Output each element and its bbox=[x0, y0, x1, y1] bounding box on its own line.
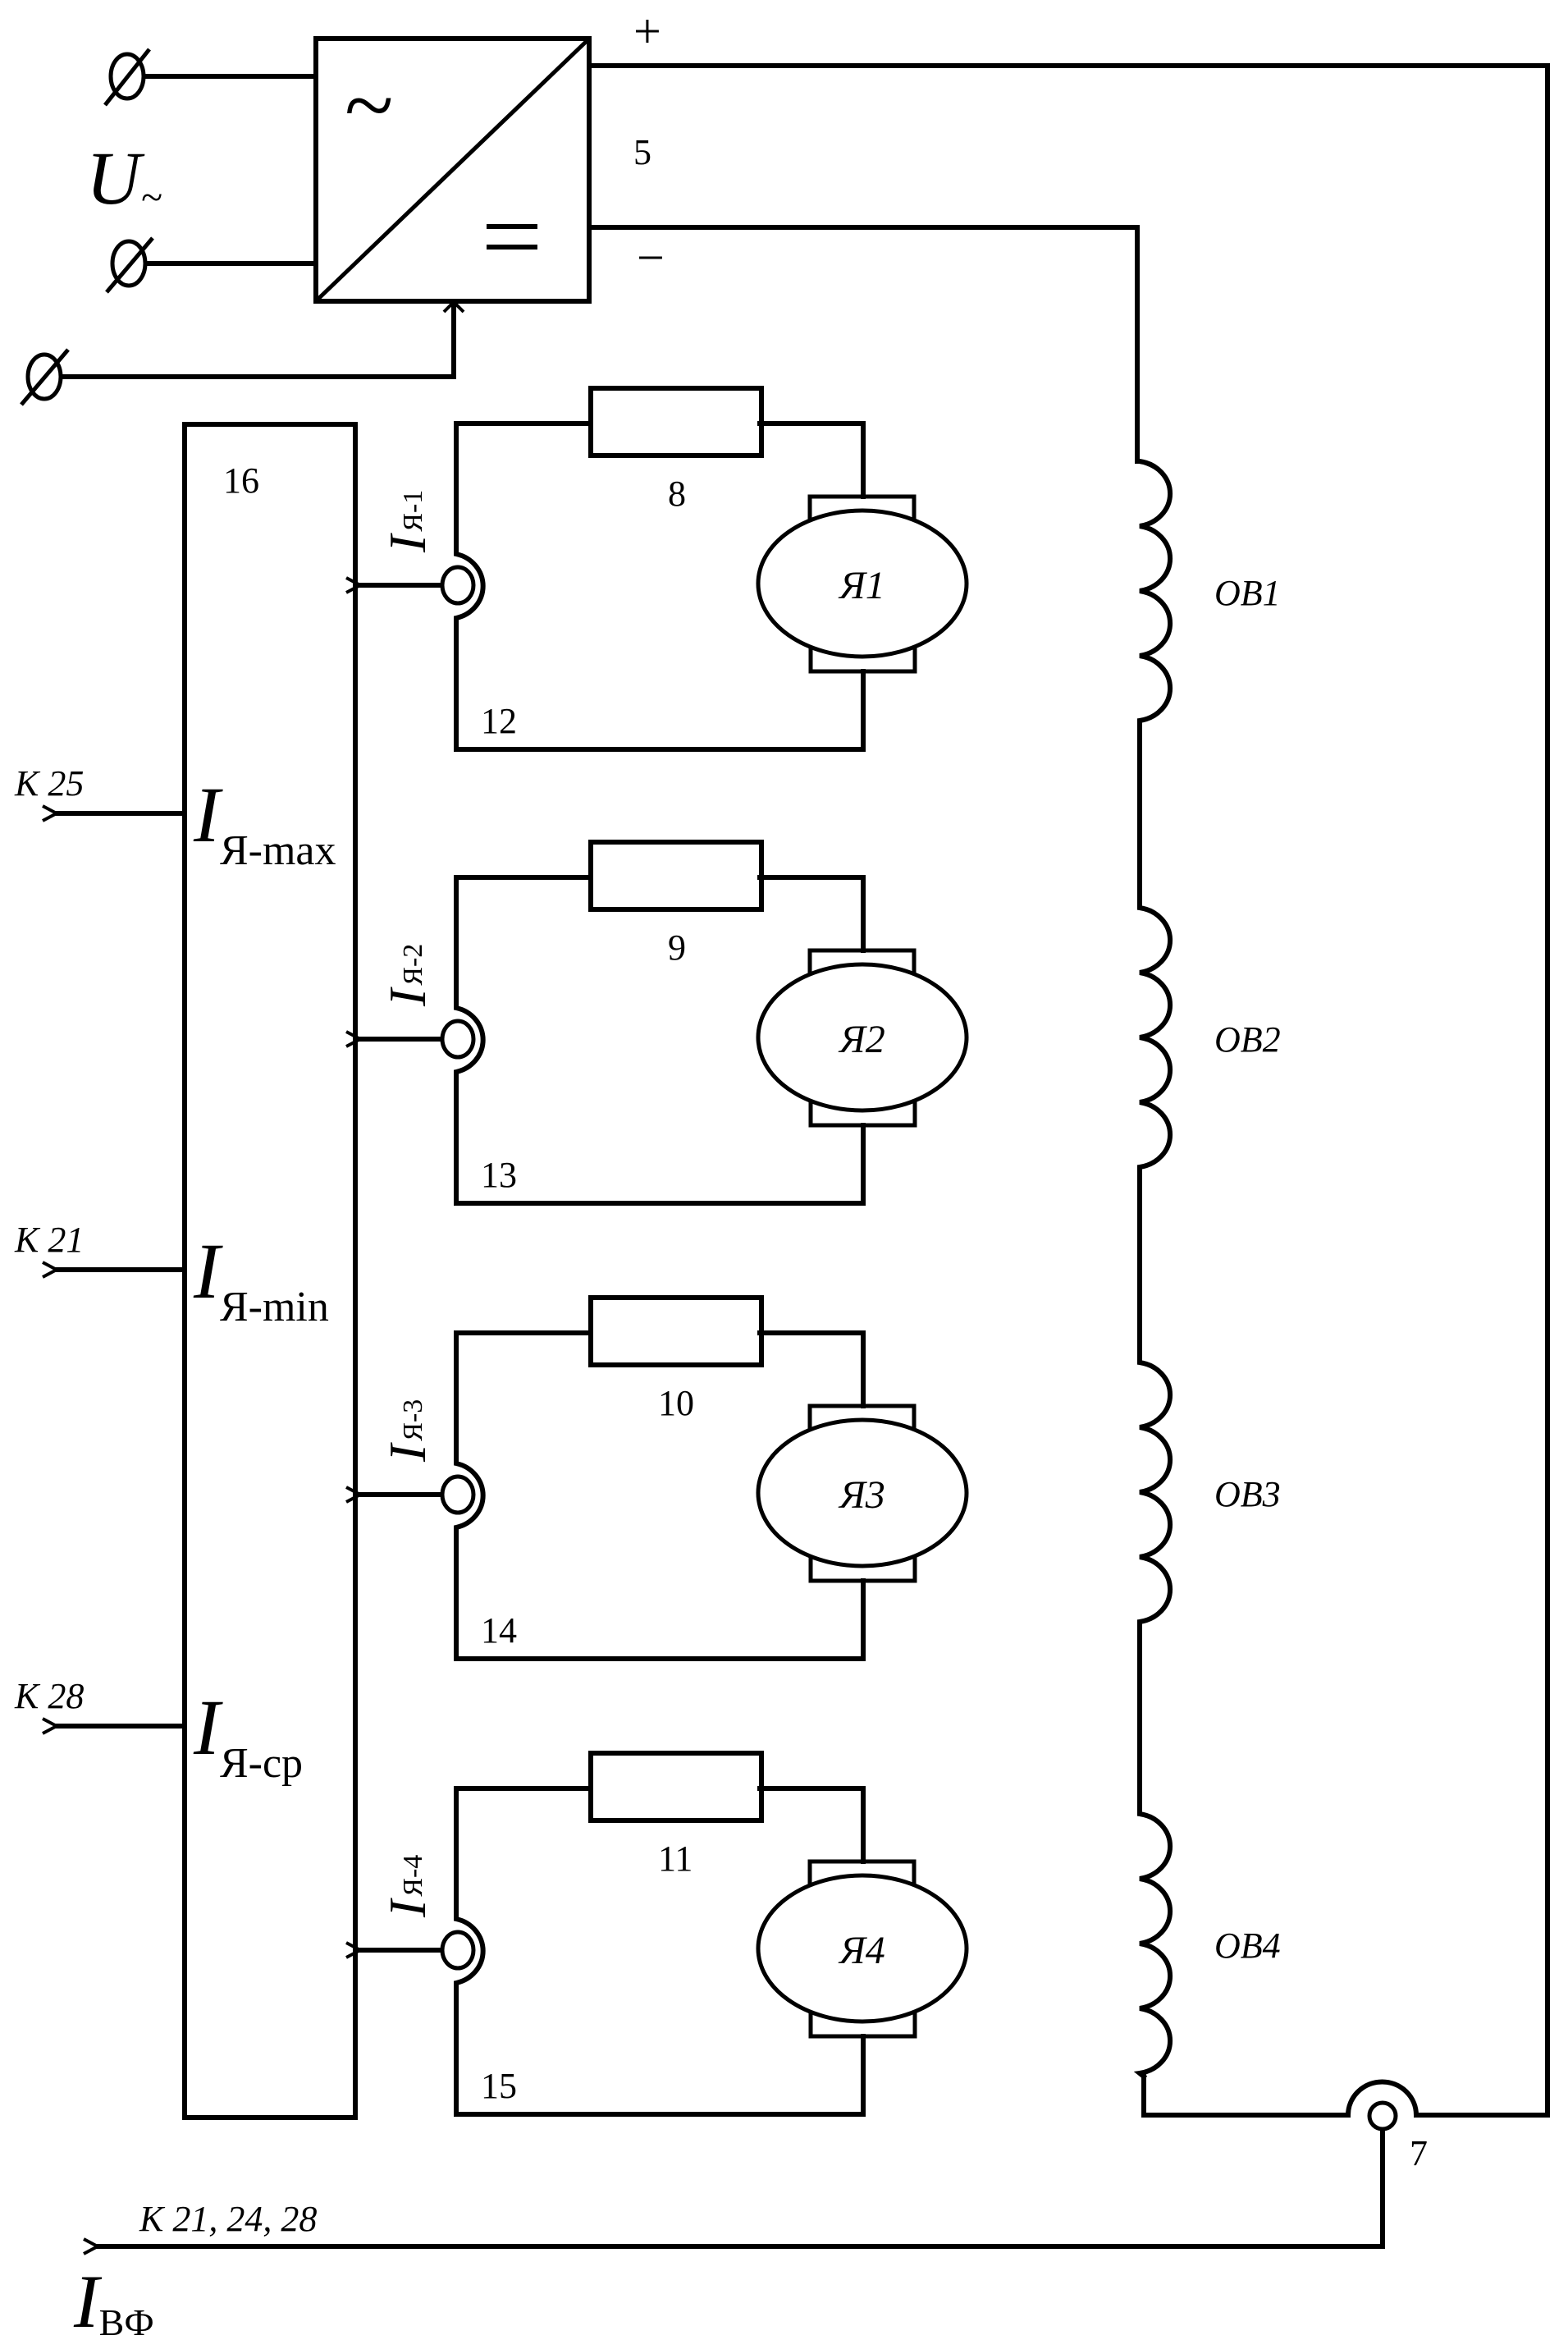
armature-loop-wire bbox=[454, 1330, 866, 1661]
control-wire bbox=[61, 303, 456, 379]
sensor-7-loop bbox=[1345, 2079, 1419, 2118]
armature-loop-wire bbox=[757, 875, 866, 953]
current-sensor-icon bbox=[440, 565, 476, 606]
block-16-label: 16 bbox=[223, 460, 259, 501]
positive-bus-wire bbox=[587, 63, 1550, 2118]
resistor-label: 8 bbox=[668, 474, 686, 514]
block-output-2: K 28 IЯ-ср bbox=[14, 1676, 303, 1787]
block-output-1: K 21 IЯ-min bbox=[14, 1220, 329, 1330]
resistor-icon bbox=[588, 840, 764, 912]
field-current-label: IВФ bbox=[73, 2260, 154, 2343]
sensor-7-label: 7 bbox=[1410, 2133, 1428, 2173]
negative-bus-wire bbox=[587, 225, 1140, 464]
resistor-icon bbox=[588, 1295, 764, 1367]
armature-loop-wire bbox=[757, 1786, 866, 1864]
field-current-sensor-7: 7 K 21, 24, 28 IВФ bbox=[73, 2074, 1428, 2343]
armature-current-label: IЯ-3 bbox=[378, 1399, 437, 1463]
current-sensor-icon bbox=[440, 1019, 476, 1060]
field-current-output-wire bbox=[98, 2127, 1385, 2246]
field-return-wire bbox=[1141, 2074, 1351, 2118]
output-target-label: K 21 bbox=[14, 1220, 84, 1260]
field-winding-label: OB4 bbox=[1214, 1925, 1281, 1966]
output-signal-label: IЯ-max bbox=[193, 771, 336, 874]
armature-current-label: IЯ-2 bbox=[378, 944, 437, 1007]
current-sensor-icon bbox=[440, 1930, 476, 1971]
motor-icon bbox=[756, 494, 969, 674]
resistor-label: 11 bbox=[658, 1838, 693, 1879]
output-signal-label: IЯ-ср bbox=[193, 1683, 303, 1787]
armature-loop-wire bbox=[454, 421, 866, 752]
ac-symbol: ~ bbox=[345, 55, 394, 155]
field-winding-label: OB1 bbox=[1214, 573, 1281, 613]
minus-label: − bbox=[637, 231, 665, 285]
field-current-target-label: K 21, 24, 28 bbox=[139, 2199, 317, 2239]
motor-label: Я2 bbox=[838, 1018, 885, 1061]
armature-loop-wire bbox=[757, 421, 866, 499]
armature-circuit-3: 10 14 IЯ-3Я3 bbox=[361, 1295, 969, 1661]
motor-label: Я4 bbox=[838, 1929, 885, 1972]
resistor-label: 10 bbox=[658, 1383, 694, 1423]
armature-current-label: IЯ-1 bbox=[378, 490, 437, 553]
sensor-label: 12 bbox=[481, 701, 517, 741]
armature-loop-wire bbox=[454, 875, 866, 1206]
motor-icon bbox=[756, 1403, 969, 1583]
measurement-block-16: 16 K 25 IЯ-max K 21 IЯ-min K 28 IЯ-ср bbox=[14, 422, 358, 2120]
motor-icon bbox=[756, 948, 969, 1128]
converter-diagonal bbox=[317, 39, 588, 300]
armature-circuit-2: 9 13 IЯ-2Я2 bbox=[361, 840, 969, 1206]
armature-circuit-1: 8 12 IЯ-1Я1 bbox=[361, 386, 969, 752]
field-windings-coil bbox=[1133, 458, 1173, 2081]
output-target-label: K 28 bbox=[14, 1676, 84, 1716]
motor-label: Я1 bbox=[838, 564, 885, 607]
armature-circuit-4: 11 15 IЯ-4Я4 bbox=[361, 1751, 969, 2117]
control-arrow-icon bbox=[442, 300, 465, 314]
dc-symbol-icon bbox=[487, 224, 537, 250]
sensor-label: 14 bbox=[481, 1610, 517, 1651]
sensor-7-icon bbox=[1367, 2100, 1398, 2132]
armature-loop-wire bbox=[454, 1786, 866, 2117]
sensor-label: 13 bbox=[481, 1155, 517, 1195]
input-voltage-label: U~ bbox=[86, 136, 162, 220]
converter-5: ~ 5 + − bbox=[313, 4, 665, 304]
field-winding-label: OB2 bbox=[1214, 1019, 1281, 1060]
field-winding-label: OB3 bbox=[1214, 1474, 1281, 1514]
resistor-label: 9 bbox=[668, 927, 686, 968]
terminal-icon[interactable] bbox=[103, 48, 151, 107]
output-target-label: K 25 bbox=[14, 763, 84, 804]
output-signal-label: IЯ-min bbox=[193, 1227, 329, 1330]
converter-id-label: 5 bbox=[633, 132, 651, 172]
input-terminals: U~ bbox=[20, 48, 465, 406]
sensor-label: 15 bbox=[481, 2066, 517, 2106]
block-output-0: K 25 IЯ-max bbox=[14, 763, 336, 874]
armature-current-label: IЯ-4 bbox=[378, 1855, 437, 1918]
armature-loop-wire bbox=[757, 1330, 866, 1408]
motor-icon bbox=[756, 1859, 969, 2039]
resistor-icon bbox=[588, 1751, 764, 1823]
resistor-icon bbox=[588, 386, 764, 458]
current-sensor-icon bbox=[440, 1474, 476, 1515]
motor-label: Я3 bbox=[838, 1473, 885, 1517]
plus-label: + bbox=[633, 4, 661, 58]
